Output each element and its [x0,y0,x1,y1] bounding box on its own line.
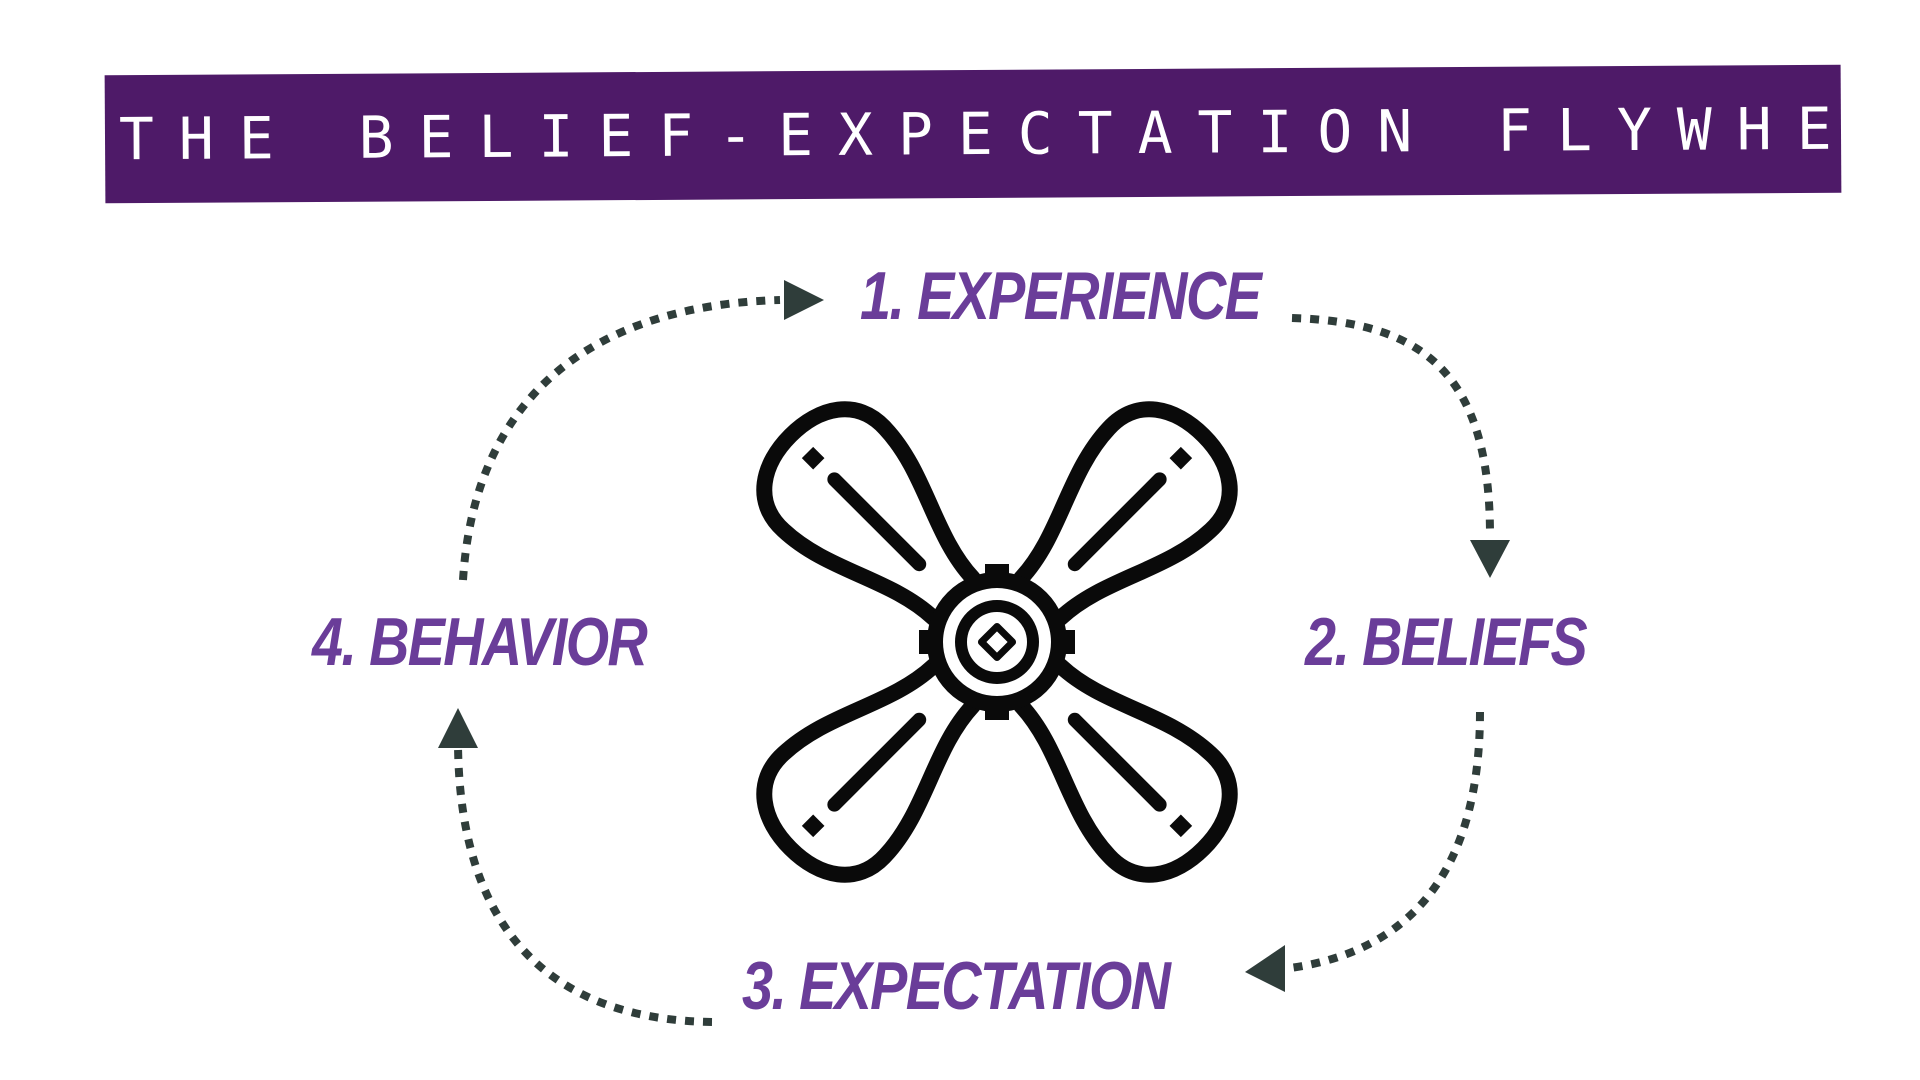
fan-blade [1013,401,1238,626]
step-label-beliefs: 2. BELIEFS [1305,604,1588,680]
arrow-beliefs-to-expectation [1289,711,1484,972]
step-label-experience: 1. EXPERIENCE [860,258,1262,334]
arrowhead-behavior [438,708,478,748]
arrowhead-expectation [1245,945,1285,992]
step-label-behavior: 4. BEHAVIOR [312,604,648,680]
fan-icon [756,401,1238,883]
arrow-experience-to-beliefs [1291,314,1494,536]
fan-blade [756,658,981,883]
arrowhead-experience [784,280,824,320]
arrowhead-beliefs [1470,540,1510,578]
arrow-expectation-to-behavior [454,744,713,1026]
fan-blade [1013,658,1238,883]
fan-blade [756,401,981,626]
step-label-expectation: 3. EXPECTATION [742,948,1171,1024]
arrow-behavior-to-experience [459,296,781,581]
